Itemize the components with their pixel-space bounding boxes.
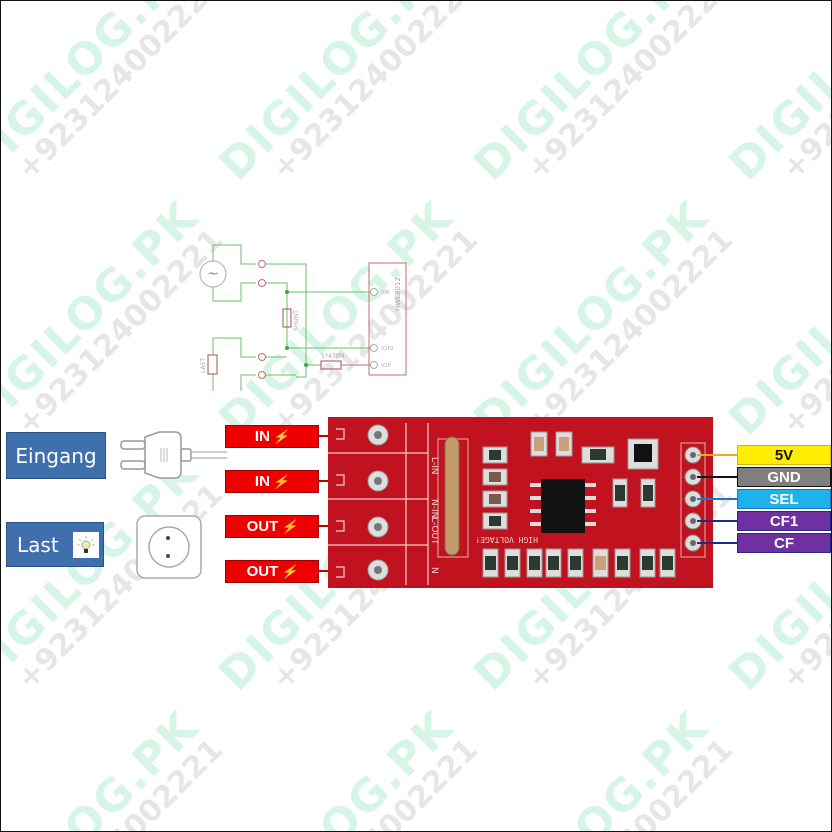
terminal-tag-in-2: IN⚡ xyxy=(225,470,319,493)
load-label: Last xyxy=(17,532,59,557)
watermark: DIGILOG.PK+923124002221 xyxy=(0,701,230,832)
pin-tag-sel: SEL xyxy=(737,489,831,509)
board-label-n-in: N-IN xyxy=(429,499,439,518)
shunt-label: SHUNT xyxy=(293,310,300,331)
lightning-icon: ⚡ xyxy=(281,518,298,534)
lightning-icon: ⚡ xyxy=(272,473,290,489)
terminal-tag-out-1: OUT⚡ xyxy=(225,515,319,538)
ic-label: HWL8012 xyxy=(394,277,402,311)
pin-label-v2p: V2P xyxy=(381,363,391,369)
pin-wire-cf1 xyxy=(697,520,737,522)
socket-icon xyxy=(136,515,202,579)
terminal-tag-out-2: OUT⚡ xyxy=(225,560,319,583)
input-label-box: Eingang xyxy=(6,432,106,479)
pin-tag-cf: CF xyxy=(737,533,831,553)
lightning-icon: ⚡ xyxy=(281,563,298,579)
pin-tag-gnd: GND xyxy=(737,467,831,487)
hlw8012-board: HIGH VOLTAGE! L-IN N-IN L-OUT N xyxy=(328,417,713,588)
ac-source-symbol: ~ xyxy=(207,266,219,282)
board-label-n: N xyxy=(429,567,439,574)
pin-label-vin: VIN xyxy=(381,290,390,296)
watermark: DIGILOG.PK+923124002221 xyxy=(719,701,832,832)
plug-icon xyxy=(120,431,227,479)
lightning-icon: ⚡ xyxy=(272,428,290,444)
pin-wire-cf xyxy=(697,542,737,544)
lightbulb-icon xyxy=(72,531,99,558)
resistor-label: 5*470M xyxy=(321,353,344,360)
watermark: DIGILOG.PK+923124002221 xyxy=(0,0,230,191)
pin-wire-gnd xyxy=(697,476,737,478)
watermark: DIGILOG.PK+923124002221 xyxy=(209,701,485,832)
load-label: LAST xyxy=(200,358,207,373)
pin-label-v2p2: V2P2 xyxy=(381,346,394,352)
load-label-box: Last xyxy=(6,522,104,567)
pin-tag-cf1: CF1 xyxy=(737,511,831,531)
watermark: DIGILOG.PK+923124002221 xyxy=(464,701,740,832)
watermark: DIGILOG.PK+923124002221 xyxy=(719,191,832,446)
input-label: Eingang xyxy=(15,443,97,468)
watermark: DIGILOG.PK+923124002221 xyxy=(209,0,485,191)
board-label-l-out: L-OUT xyxy=(429,517,439,545)
schematic-diagram: ~ VIN V2P2 V2P 5*470M HWL8012 SHUNT LAST xyxy=(199,244,407,391)
terminal-tag-in-1: IN⚡ xyxy=(225,425,319,448)
pin-tag-5v: 5V xyxy=(737,445,831,465)
pin-wire-sel xyxy=(697,498,737,500)
silkscreen-label: HIGH VOLTAGE! xyxy=(475,535,538,544)
board-label-l-in: L-IN xyxy=(429,457,439,475)
pin-wire-5v xyxy=(697,454,737,456)
watermark: DIGILOG.PK+923124002221 xyxy=(0,446,230,701)
watermark: DIGILOG.PK+923124002221 xyxy=(719,0,832,191)
watermark: DIGILOG.PK+923124002221 xyxy=(464,0,740,191)
